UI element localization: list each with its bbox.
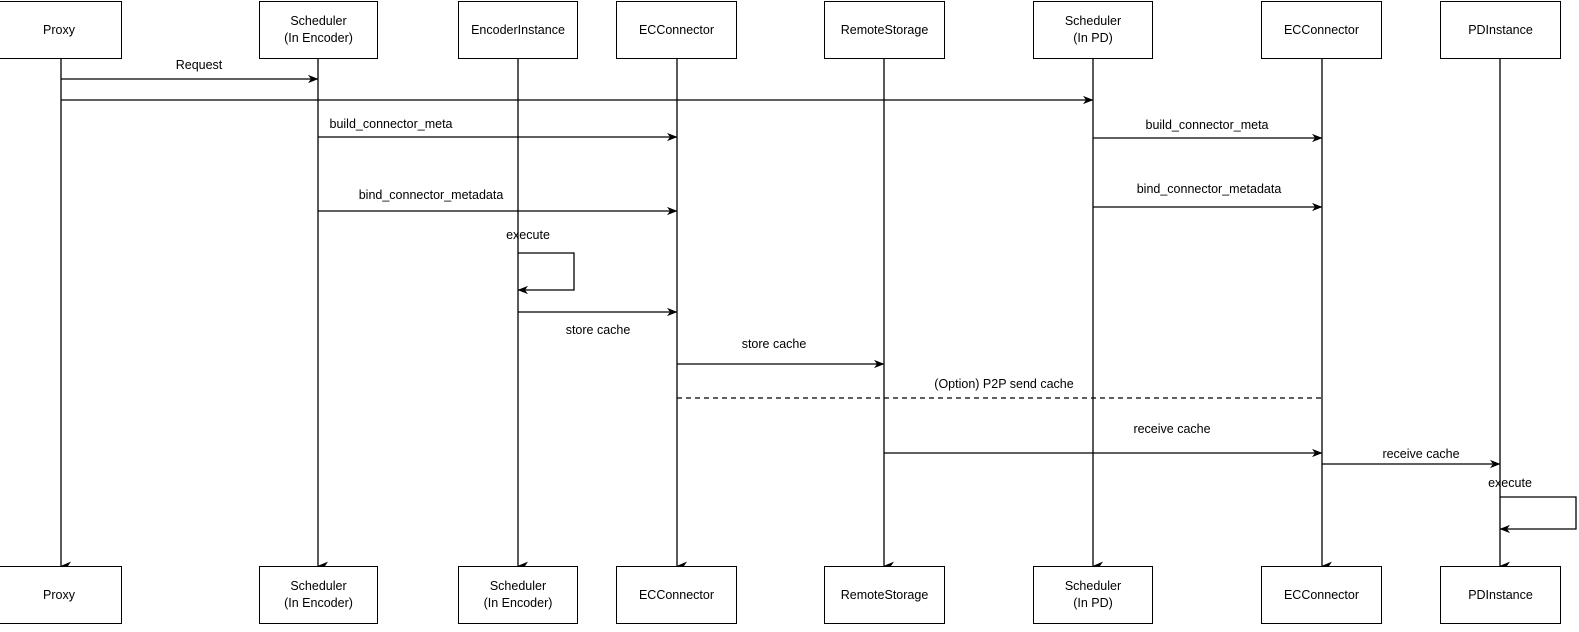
participant-header-label: Scheduler (290, 14, 347, 29)
participant-footer-label: (In Encoder) (483, 596, 553, 610)
participant-header-label: Proxy (43, 22, 75, 37)
participant-footer-remote[interactable]: RemoteStorage (824, 566, 945, 624)
message-label-m5: bind_connector_metadata (358, 188, 504, 202)
participant-header-sched_enc[interactable]: Scheduler (In Encoder) (259, 1, 378, 59)
self-message-label-s1: execute (506, 228, 550, 242)
participant-header-ecc_enc[interactable]: ECConnector (616, 1, 737, 59)
message-label-m7: store cache (565, 323, 631, 337)
participant-footer-ecc_enc[interactable]: ECConnector (616, 566, 737, 624)
participant-header-proxy[interactable]: Proxy (0, 1, 122, 59)
participant-footer-label: Scheduler (1064, 579, 1122, 594)
participant-header-label: (In PD) (1073, 31, 1113, 45)
participant-footer-label: (In PD) (1073, 596, 1113, 610)
participant-header-label: PDInstance (1468, 22, 1533, 37)
messages-group (61, 74, 1501, 469)
message-label-m8: store cache (741, 337, 807, 351)
message-label-m3: build_connector_meta (329, 117, 453, 131)
participant-header-label: (In Encoder) (284, 31, 353, 45)
self-message-label-s2: execute (1488, 476, 1532, 490)
message-label-m6: bind_connector_metadata (1136, 182, 1282, 196)
participant-footer-ecc_pd[interactable]: ECConnector (1261, 566, 1382, 624)
message-label-m11: receive cache (1382, 447, 1460, 461)
message-label-m10: receive cache (1133, 422, 1211, 436)
participant-footer-label: PDInstance (1468, 587, 1533, 602)
participant-footer-sched_pd[interactable]: Scheduler (In PD) (1033, 566, 1153, 624)
participant-footer-encoder_inst[interactable]: Scheduler (In Encoder) (458, 566, 578, 624)
participant-footer-pd_inst[interactable]: PDInstance (1440, 566, 1561, 624)
participant-header-label: ECConnector (638, 22, 715, 37)
participant-header-pd_inst[interactable]: PDInstance (1440, 1, 1561, 59)
participant-footer-label: ECConnector (638, 587, 715, 602)
participant-header-ecc_pd[interactable]: ECConnector (1261, 1, 1382, 59)
participant-header-remote[interactable]: RemoteStorage (824, 1, 945, 59)
participant-header-label: ECConnector (1283, 22, 1360, 37)
participant-footer-label: ECConnector (1283, 587, 1360, 602)
participant-footer-proxy[interactable]: Proxy (0, 566, 122, 624)
participant-header-label: EncoderInstance (471, 22, 565, 37)
self-message-s1[interactable] (517, 252, 575, 295)
participant-header-label: Scheduler (1064, 14, 1122, 29)
participant-footer-sched_enc[interactable]: Scheduler (In Encoder) (259, 566, 378, 624)
message-label-m1: Request (175, 58, 223, 72)
self-message-s2[interactable] (1499, 496, 1577, 534)
participant-footer-label: RemoteStorage (840, 587, 929, 602)
participant-header-sched_pd[interactable]: Scheduler (In PD) (1033, 1, 1153, 59)
lifelines-group (60, 59, 1510, 571)
participant-header-encoder_inst[interactable]: EncoderInstance (458, 1, 578, 59)
participant-footer-label: Scheduler (290, 579, 347, 594)
self-messages-group (517, 252, 1577, 534)
participant-header-label: RemoteStorage (840, 22, 929, 37)
participant-footer-label: (In Encoder) (284, 596, 353, 610)
message-label-m9: (Option) P2P send cache (934, 377, 1074, 391)
participant-footer-label: Scheduler (489, 579, 547, 594)
message-label-m4: build_connector_meta (1145, 118, 1269, 132)
participant-footer-label: Proxy (43, 587, 75, 602)
